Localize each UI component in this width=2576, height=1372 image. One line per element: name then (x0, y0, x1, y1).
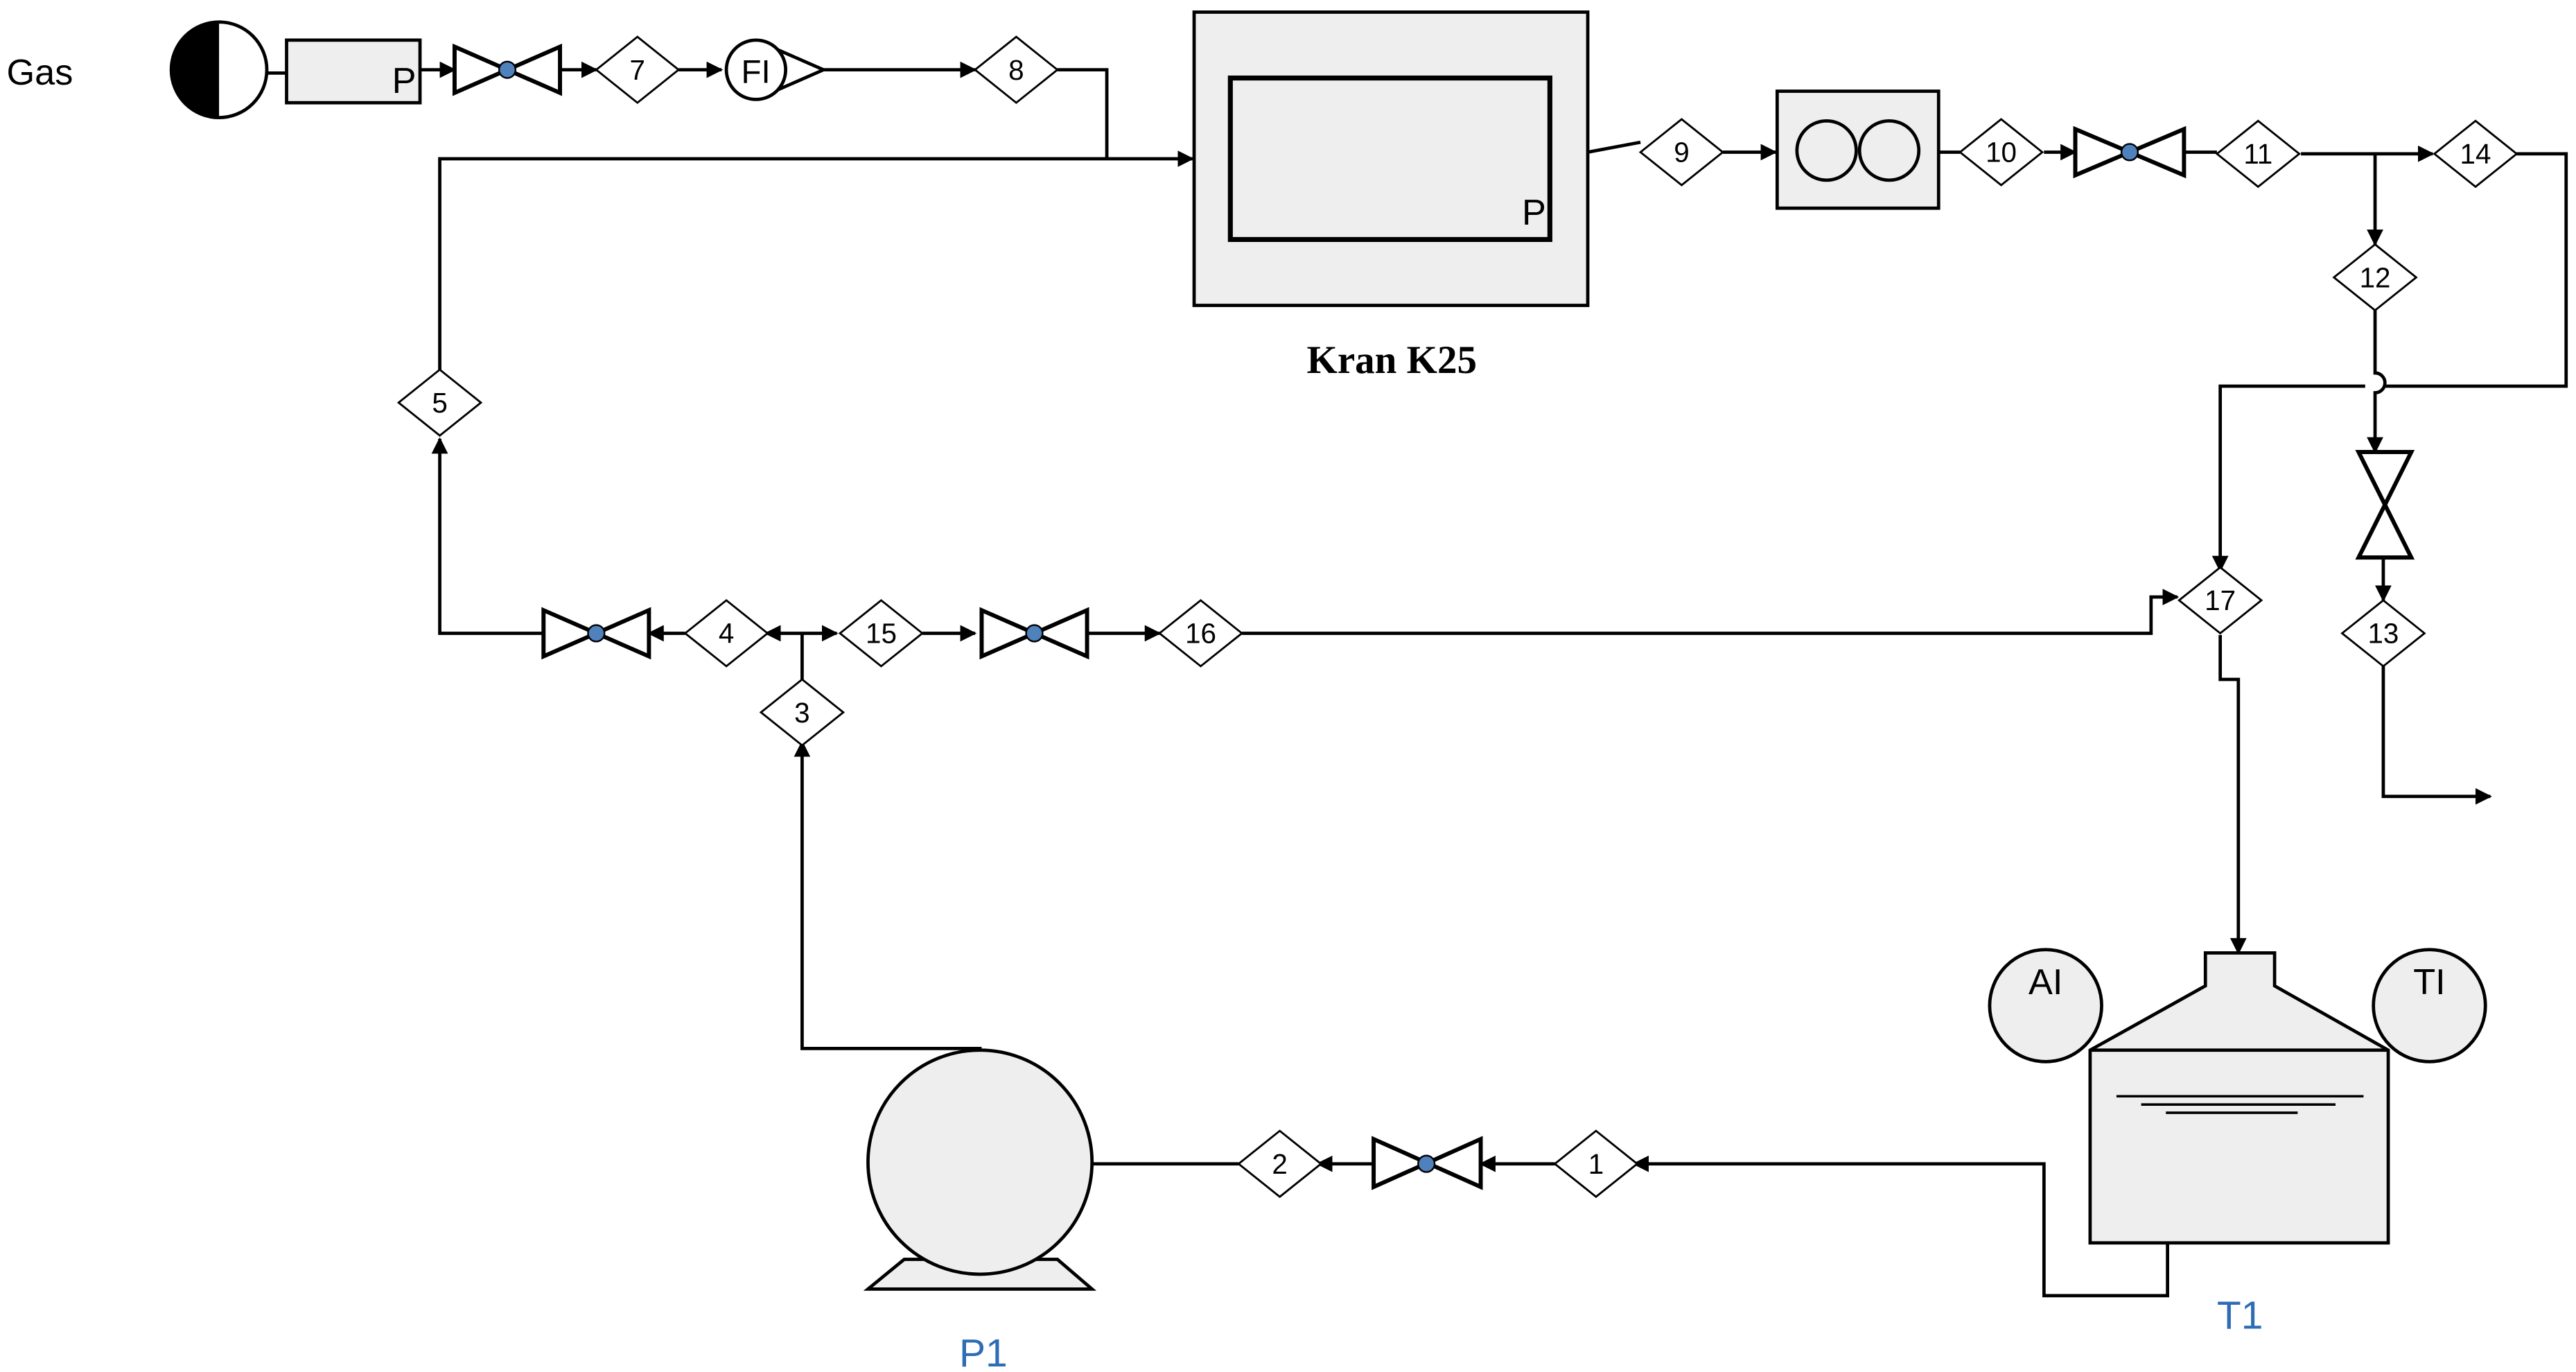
stream-tag-10: 10 (1958, 118, 2044, 186)
gas-source-label: Gas (7, 53, 73, 93)
pipe-tank-to-1 (1632, 1155, 2169, 1298)
pipe-8-to-reactor (1057, 68, 1109, 159)
valve-pump-suction[interactable] (1372, 1136, 1483, 1190)
svg-text:12: 12 (2360, 261, 2391, 293)
svg-text:11: 11 (2243, 138, 2272, 170)
svg-text:4: 4 (719, 618, 734, 650)
tank-t1 (2088, 951, 2390, 1245)
stream-tag-15: 15 (838, 599, 925, 668)
stream-tag-4: 4 (683, 599, 769, 668)
svg-text:1: 1 (1588, 1148, 1604, 1180)
pressure-regulator: P (285, 38, 422, 105)
stream-tag-8: 8 (973, 35, 1060, 105)
pipe-5-to-reactor (438, 150, 1195, 380)
pump-label: P1 (959, 1331, 1008, 1372)
pump-p1 (863, 1048, 1097, 1291)
svg-text:5: 5 (432, 387, 447, 419)
pipe-valve-to-5 (431, 437, 544, 635)
valve-gas-feed[interactable] (452, 43, 563, 96)
stream-tag-1: 1 (1553, 1129, 1639, 1199)
pipe-network (267, 61, 2568, 1298)
pipe-reactor-to-9 (1587, 140, 1641, 154)
svg-text:3: 3 (794, 697, 809, 729)
svg-text:9: 9 (1674, 137, 1689, 168)
valve-outlet[interactable] (2073, 125, 2187, 179)
svg-text:8: 8 (1008, 54, 1024, 86)
stream-tag-17: 17 (2177, 566, 2263, 635)
stream-tag-7: 7 (595, 35, 681, 105)
stream-tag-13: 13 (2340, 599, 2426, 668)
valve-bypass[interactable] (979, 607, 1089, 660)
svg-text:2: 2 (1272, 1148, 1287, 1180)
valve-vent[interactable] (2355, 450, 2415, 560)
pipe-13-to-outlet (2381, 666, 2492, 805)
svg-text:16: 16 (1185, 618, 1216, 650)
temperature-label: TI (2413, 962, 2445, 1002)
svg-text:15: 15 (866, 618, 897, 650)
pipe-pump-discharge (794, 740, 982, 1050)
pipe-17-to-tank (2218, 634, 2247, 955)
flow-indicator-label: FI (741, 54, 770, 91)
pipe-12-to-valve (2367, 310, 2387, 454)
stream-tag-11: 11 (2215, 119, 2302, 189)
stream-tag-16: 16 (1157, 599, 1244, 668)
valve-recycle[interactable] (541, 607, 651, 660)
stream-tags: 1 2 3 4 5 7 8 9 10 11 12 13 14 15 16 17 (396, 35, 2518, 1199)
pipe-14-return (2385, 152, 2568, 388)
svg-text:7: 7 (630, 54, 645, 86)
reactor-k25: P (1192, 10, 1590, 307)
tank-label: T1 (2217, 1293, 2263, 1337)
temperature-indicator: TI (2372, 948, 2487, 1063)
flow-indicator: FI (724, 38, 828, 101)
flow-meter (1775, 89, 1940, 210)
stream-tag-12: 12 (2332, 243, 2418, 312)
stream-tag-2: 2 (1236, 1129, 1323, 1199)
stream-tag-9: 9 (1638, 118, 1725, 186)
reactor-p-label: P (1522, 193, 1546, 233)
svg-text:10: 10 (1986, 137, 2017, 168)
svg-text:14: 14 (2460, 138, 2491, 170)
stream-tag-14: 14 (2433, 119, 2518, 189)
analyzer-label: AI (2029, 962, 2062, 1002)
svg-text:17: 17 (2205, 584, 2236, 616)
stream-tag-3: 3 (759, 678, 845, 747)
reactor-label: Kran K25 (1306, 338, 1477, 382)
regulator-p-label: P (392, 61, 417, 101)
pipe-14-return-to-17 (2211, 384, 2365, 573)
pipe-16-to-17 (1241, 589, 2180, 635)
gas-cylinder-icon (169, 20, 269, 119)
stream-tag-5: 5 (396, 368, 483, 437)
svg-text:13: 13 (2367, 618, 2399, 650)
analyzer-indicator: AI (1988, 948, 2103, 1063)
